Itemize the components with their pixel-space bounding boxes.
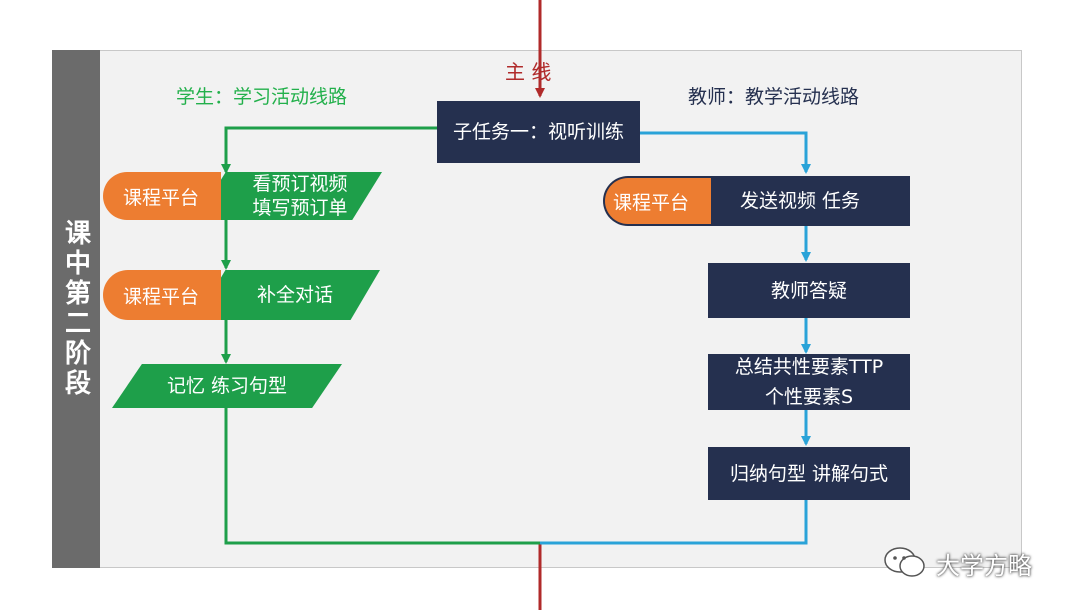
teacher-line-bottom (540, 500, 808, 545)
student-line-bottom (224, 408, 540, 545)
main-line-label: 主 线 (505, 60, 552, 84)
student-title: 学生：学习活动线路 (176, 86, 348, 108)
student-step-1-text: 看预订视频 填写预订单 (252, 173, 348, 219)
subtask-box: 子任务一：视听训练 (437, 101, 640, 163)
teacher-step-1: 发送视频 任务 (690, 176, 910, 226)
teacher-title: 教师：教学活动线路 (688, 86, 860, 108)
stage-label: 课中第二阶段 (52, 50, 100, 568)
student-step-2-platform: 课程平台 (103, 270, 221, 320)
teacher-step-1-platform: 课程平台 (603, 176, 711, 226)
student-step-1: 看预订视频 填写预订单 (196, 172, 382, 220)
teacher-line-top (640, 131, 811, 174)
watermark-text: 大学方略 (936, 552, 1032, 580)
teacher-step-3: 总结共性要素TTP 个性要素S (708, 354, 910, 410)
teacher-step-2: 教师答疑 (708, 263, 910, 318)
student-line-top (221, 126, 437, 174)
wechat-icon (884, 547, 925, 577)
student-step-3: 记忆 练习句型 (112, 364, 342, 408)
student-step-1-platform: 课程平台 (103, 172, 221, 220)
student-step-2: 补全对话 (196, 270, 380, 320)
teacher-step-4: 归纳句型 讲解句式 (708, 447, 910, 500)
